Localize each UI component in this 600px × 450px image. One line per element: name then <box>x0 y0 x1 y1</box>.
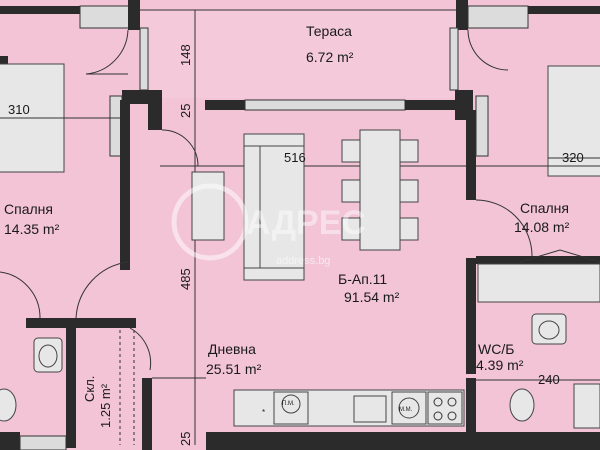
dim-left-bedroom: 310 <box>8 102 30 117</box>
wc-name: WC/Б <box>478 341 514 357</box>
terrace-door-glass <box>244 99 406 111</box>
dim-living-depth: 485 <box>178 268 193 290</box>
apartment-area: 91.54 m² <box>344 289 400 305</box>
bedroom-right-area: 14.08 m² <box>514 219 570 235</box>
wall-terrace-mid-left <box>205 100 245 110</box>
bedroom-right-name: Спалня <box>520 200 569 216</box>
dishwasher-label: П.М. <box>282 401 295 407</box>
storage-area: 1.25 m² <box>98 383 113 428</box>
bedroom-left-name: Спалня <box>4 201 53 217</box>
burner-1 <box>433 397 443 407</box>
wall-column-left <box>128 0 140 30</box>
toilet-right <box>509 388 535 422</box>
dim-wall-bottom: 25 <box>178 432 193 446</box>
washer-circle <box>398 397 420 419</box>
window-bottom-left <box>19 435 67 450</box>
chair-2 <box>341 179 361 203</box>
door-arc-bedroom-left <box>75 261 129 319</box>
wardrobe-right <box>519 249 600 263</box>
living-area: 25.51 m² <box>206 361 262 377</box>
dim-terrace-depth: 148 <box>178 44 193 66</box>
dim-wall-top: 25 <box>178 104 193 118</box>
watermark-text: address.bg <box>276 255 330 267</box>
apartment-name: Б-Ап.11 <box>338 271 387 287</box>
wall-storage-left <box>66 318 76 448</box>
wall-top-right <box>528 6 600 14</box>
terrace-floor <box>140 10 460 98</box>
chair-3 <box>341 217 361 241</box>
dim-living-width: 516 <box>284 150 306 165</box>
window-top-right <box>467 5 529 29</box>
dining-table <box>359 129 401 251</box>
wall-corridor-left <box>120 250 130 270</box>
living-name: Дневна <box>208 341 256 357</box>
door-arc-bath-left <box>0 271 41 319</box>
door-arc-bedroom-right <box>475 199 533 257</box>
watermark-logo-letters: АДРЕС <box>246 204 366 242</box>
terrace-name: Тераса <box>306 23 352 39</box>
storage-name: Скл. <box>82 376 97 402</box>
burner-2 <box>447 397 457 407</box>
sofa-arm-bottom <box>243 267 305 281</box>
sink-right-basin <box>538 320 560 340</box>
chair-6 <box>399 217 419 241</box>
wall-left-stub <box>0 56 8 66</box>
wall-wc-left <box>466 258 476 374</box>
dim-right-bedroom: 320 <box>562 150 584 165</box>
washer-label: М.М. <box>399 407 413 413</box>
bathtub-right <box>477 263 600 303</box>
door-arc-living <box>161 129 199 167</box>
wall-wc-bottom-left <box>466 378 476 438</box>
wall-left-bedroom-right <box>120 100 130 250</box>
dim-wc-width: 240 <box>538 372 560 387</box>
watermark-logo <box>171 183 249 261</box>
toilet-left <box>0 388 17 422</box>
kitchen-sink <box>353 395 387 423</box>
bedroom-left-area: 14.35 m² <box>4 221 60 237</box>
stove <box>427 391 463 425</box>
terrace-area: 6.72 m² <box>306 49 354 65</box>
chair-5 <box>399 179 419 203</box>
door-arc-terrace-left <box>85 29 129 75</box>
wall-bottom-kitchen <box>206 432 466 450</box>
wall-terrace-left <box>122 90 162 104</box>
dishwasher-circle <box>281 394 301 414</box>
chair-1 <box>341 139 361 163</box>
wall-column-right <box>456 0 468 30</box>
chair-4 <box>399 139 419 163</box>
wall-top-left <box>0 6 80 14</box>
kitchen-star: * <box>262 408 265 417</box>
shower-right <box>573 383 600 429</box>
dishwasher-box <box>273 391 309 425</box>
window-top-left <box>79 5 131 29</box>
wall-terrace-mid-right <box>405 100 455 110</box>
burner-3 <box>433 411 443 421</box>
wc-area: 4.39 m² <box>476 357 524 373</box>
wall-storage-top <box>26 318 136 328</box>
terrace-glass-left <box>139 27 149 91</box>
sink-left-basin <box>38 344 58 368</box>
burner-4 <box>447 411 457 421</box>
window-right-bedroom <box>475 95 489 157</box>
wall-kitchen-left <box>142 378 152 450</box>
washer-box <box>391 391 427 425</box>
wall-pillar-left <box>148 102 162 130</box>
terrace-glass-right <box>449 27 459 91</box>
wall-wc-top <box>476 256 600 264</box>
wall-bottom-left <box>0 432 20 450</box>
tv-unit <box>191 171 225 241</box>
sofa-arm-top <box>243 133 305 147</box>
door-arc-terrace-right <box>467 29 509 71</box>
wall-right-bedroom-left <box>466 110 476 200</box>
wall-bottom-right <box>466 432 600 450</box>
